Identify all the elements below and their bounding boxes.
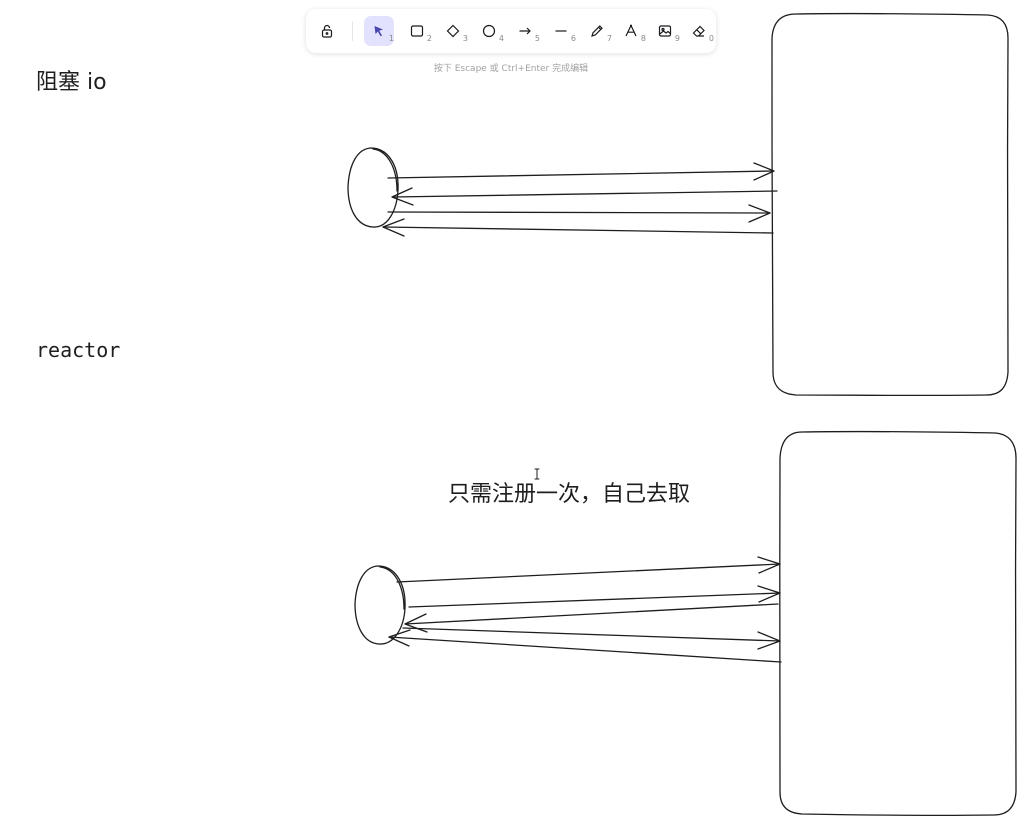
lock-icon [321,24,333,38]
editing-hint: 按下 Escape 或 Ctrl+Enter 完成编辑 [433,64,589,74]
line-tool-button[interactable]: 6 [546,16,576,46]
text-icon [625,24,637,37]
label-blocking-io[interactable]: 阻塞 io [36,64,107,96]
image-icon [658,25,672,37]
image-tool-button[interactable]: 9 [650,16,680,46]
ellipse-tool-button[interactable]: 4 [474,16,504,46]
server-box-top[interactable] [771,12,1009,397]
arrows-top[interactable] [382,162,778,237]
server-box-bottom[interactable] [778,430,1017,817]
selection-tool-button[interactable]: 1 [364,16,394,46]
pencil-icon [591,25,603,37]
shortcut-label: 3 [462,34,468,43]
diamond-tool-button[interactable]: 3 [438,16,468,46]
shortcut-label: 6 [570,34,576,43]
shortcut-label: 2 [426,34,432,43]
ellipse-icon [482,24,496,38]
selection-icon [374,26,383,37]
arrow-tool-button[interactable]: 5 [510,16,540,46]
shortcut-label: 8 [640,34,646,43]
label-blocking-io-text: 阻塞 io [36,70,107,95]
eraser-icon [692,25,705,37]
arrows-bottom[interactable] [388,556,782,663]
client-ellipse-bottom[interactable] [354,565,406,645]
shortcut-label: 0 [708,34,714,43]
toolbar-divider [352,21,353,41]
shortcut-label: 5 [534,34,540,43]
shortcut-label: 4 [498,34,504,43]
line-icon [555,30,567,32]
toolbar: 1 2 3 4 5 6 7 8 9 0 [306,9,716,53]
text-tool-button[interactable]: 8 [616,16,646,46]
shortcut-label: 1 [388,34,394,43]
diamond-icon [446,24,460,38]
text-cursor-icon [534,468,540,480]
eraser-tool-button[interactable]: 0 [684,16,714,46]
rectangle-icon [410,25,424,37]
lock-button[interactable] [312,16,342,46]
shortcut-label: 7 [606,34,612,43]
pencil-tool-button[interactable]: 7 [582,16,612,46]
arrow-icon [519,27,531,35]
shortcut-label: 9 [674,34,680,43]
note-text[interactable]: 只需注册一次，自己去取 [448,482,691,507]
rectangle-tool-button[interactable]: 2 [402,16,432,46]
client-ellipse-top[interactable] [347,147,399,228]
label-reactor[interactable]: reactor [36,338,121,362]
